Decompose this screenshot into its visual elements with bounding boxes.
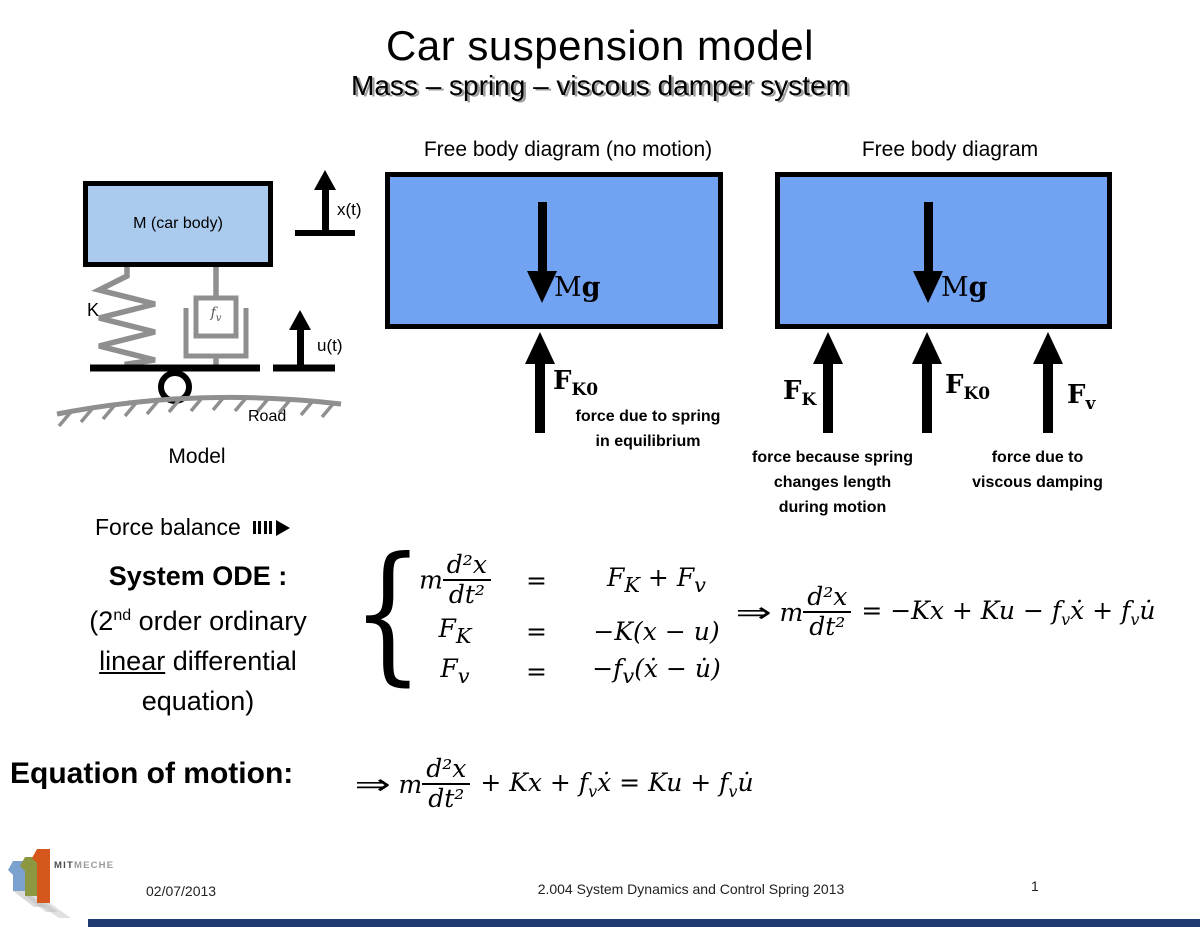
weight-label: Mg xyxy=(554,272,601,303)
system-ode-line2: (2nd order ordinary xyxy=(89,606,307,636)
fk-label: FK xyxy=(783,376,817,411)
footer-date: 02/07/2013 xyxy=(146,883,217,899)
implies-icon: ⇒ xyxy=(735,595,772,629)
mass-block: M (car body) xyxy=(83,181,273,267)
ode-row3-eq: = xyxy=(526,656,547,686)
mitmeche-logo-text: MITMECHE xyxy=(54,860,115,871)
ode-row2-eq: = xyxy=(526,616,547,646)
footer-course: 2.004 System Dynamics and Control Spring… xyxy=(537,881,845,897)
fbd-static-title: Free body diagram (no motion) xyxy=(423,138,713,161)
system-ode-line3: linear differential xyxy=(99,646,297,676)
ode-row1-eq: = xyxy=(526,565,547,595)
implies-icon: ⇒ xyxy=(354,767,391,801)
page-number: 1 xyxy=(1031,878,1039,894)
spring-force-caption: force due to spring in equilibrium xyxy=(575,408,721,450)
system-ode-heading: System ODE : xyxy=(108,561,288,591)
damper-label: fv xyxy=(210,305,222,324)
system-ode-text: System ODE : (2nd order ordinary linear … xyxy=(48,556,348,721)
force-balance-label: Force balance xyxy=(95,514,241,540)
ode-row2-lhs: FK xyxy=(438,614,472,648)
ode-row2-rhs: −K(x − u) xyxy=(593,616,720,646)
damper-force-caption: force due to viscous damping xyxy=(972,449,1103,491)
ode-row3-rhs: −fv(ẋ − u̇) xyxy=(592,654,721,688)
force-balance: Force balance xyxy=(95,514,290,541)
road-label: Road xyxy=(248,408,287,425)
fbd-static: Free body diagram (no motion) Mg FK0 for… xyxy=(372,138,764,468)
spring-motion-caption: force because spring changes length duri… xyxy=(752,449,913,516)
page-subtitle: Mass – spring – viscous damper system xyxy=(351,70,849,101)
eom-label: Equation of motion: xyxy=(10,757,294,790)
x-ref-label: x(t) xyxy=(337,200,362,219)
spring-icon xyxy=(91,267,156,368)
model-diagram-graphic xyxy=(56,267,342,428)
spring-label: K xyxy=(87,300,100,320)
mitmeche-logo xyxy=(8,849,71,918)
damper-icon xyxy=(193,295,239,339)
ode-row3-lhs: Fv xyxy=(440,654,470,688)
u-ref-label: u(t) xyxy=(317,336,343,355)
road-hatching xyxy=(57,395,335,428)
fbd-motion: Free body diagram Mg FK FK0 Fv force bec… xyxy=(735,138,1175,533)
fv-label: Fv xyxy=(1067,380,1096,415)
road-line xyxy=(56,394,342,417)
ode-brace: { xyxy=(352,526,424,700)
system-ode-line4: equation) xyxy=(141,686,255,716)
mass-label: M (car body) xyxy=(133,215,223,232)
spring-force-label: FK0 xyxy=(553,366,599,401)
fbd-motion-title: Free body diagram xyxy=(861,138,1039,161)
dashed-arrow-icon xyxy=(252,519,290,536)
bottom-bar xyxy=(88,919,1200,927)
fbd-static-body xyxy=(385,172,723,329)
weight-label: Mg xyxy=(941,272,988,303)
model-caption: Model xyxy=(168,445,226,468)
fbd-motion-body xyxy=(775,172,1112,329)
fk0-label: FK0 xyxy=(945,370,991,405)
ode-row1-rhs: FK + Fv xyxy=(607,563,706,597)
page-title: Car suspension model xyxy=(386,22,814,69)
model-diagram: M (car body) fv x(t) u(t) K Road Model xyxy=(45,150,380,485)
